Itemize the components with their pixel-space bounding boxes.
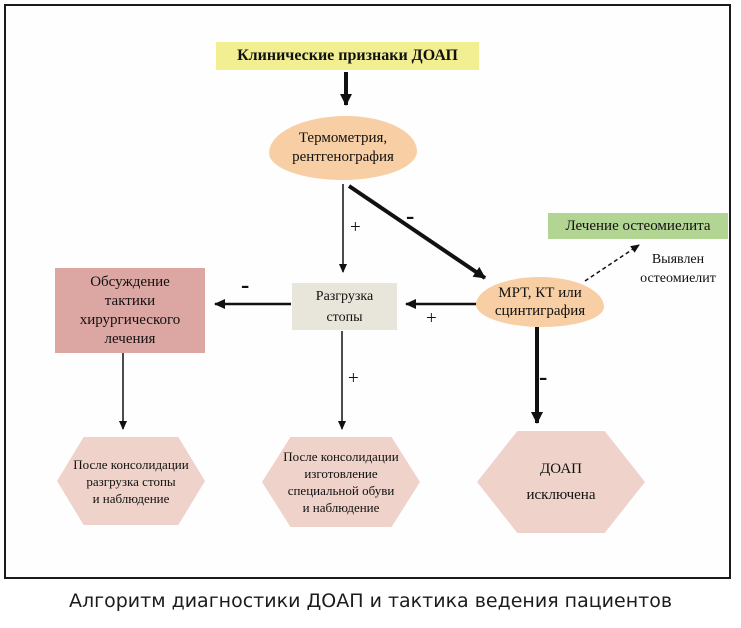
node-surgery-discussion: Обсуждение тактики хирургического лечени… (55, 268, 205, 353)
edge-label-imaging-excluded: - (539, 364, 548, 391)
node-thermometry: Термометрия, рентгенография (269, 116, 417, 180)
edge-label-thermometry-offloading: + (350, 217, 361, 238)
node-hex-consolidation-shoes: После консолидации изготовление специаль… (262, 437, 420, 527)
edge-label-thermometry-imaging: - (406, 203, 415, 230)
node-hex-consolidation-offloading: После консолидации разгрузка стопы и наб… (57, 437, 205, 525)
edge-label-imaging-offloading: + (426, 308, 437, 329)
edge-label-offloading-shoes: + (348, 368, 359, 389)
node-hex-doap-excluded: ДОАП исключена (477, 431, 645, 533)
node-imaging: МРТ, КТ или сцинтиграфия (476, 277, 604, 327)
node-clinical-signs: Клинические признаки ДОАП (216, 42, 479, 70)
node-osteomyelitis-treatment: Лечение остеомиелита (548, 213, 728, 239)
edge-label-offloading-surgery: - (241, 272, 250, 299)
node-foot-offloading: Разгрузка стопы (292, 283, 397, 330)
label-osteomyelitis-found: Выявлен остеомиелит (640, 252, 716, 286)
figure-caption: Алгоритм диагностики ДОАП и тактика веде… (68, 590, 673, 612)
